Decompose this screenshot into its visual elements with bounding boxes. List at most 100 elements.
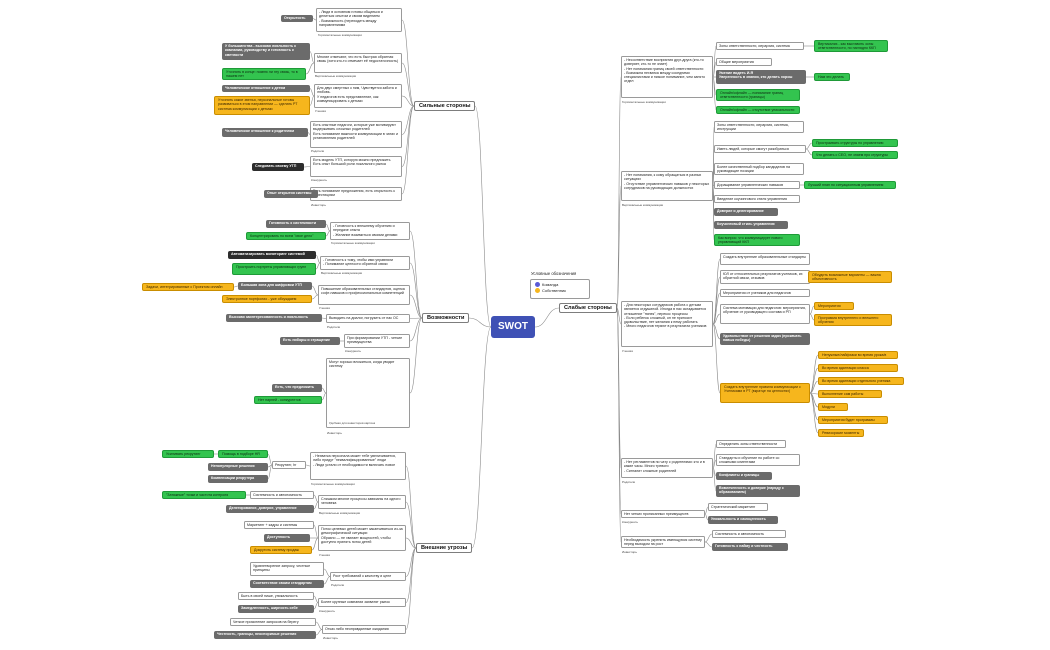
branch-threats[interactable]: Внешние угрозы: [416, 543, 473, 554]
tag-offer[interactable]: Есть, что предложить: [272, 384, 322, 392]
w2-skills[interactable]: Доращивание управленческих навыков: [714, 181, 800, 189]
tag-sales-system[interactable]: Докрутить систему продаж: [250, 546, 312, 554]
weakness-competitors[interactable]: Нет четких прописанных преимуществ: [621, 510, 705, 518]
w2-question[interactable]: Как вопрос: что коммуницирует нового упр…: [714, 234, 800, 246]
tag-hr-help[interactable]: Помощь в подборе HR: [218, 450, 268, 458]
strength-students[interactable]: Для двух смертных к ним, Чувствуется заб…: [314, 84, 402, 108]
tag-events[interactable]: Мероприятия: [814, 302, 854, 310]
tag-fears[interactable]: Есть ниборы и стращение: [280, 337, 340, 345]
strength-competitors[interactable]: Есть модель УТП, которую можно предложит…: [310, 156, 402, 177]
threat-investors[interactable]: Отказ либо неоправданные ожидания: [322, 625, 406, 634]
w2-trust[interactable]: Доверие и делегирование: [714, 208, 778, 216]
tag-honesty[interactable]: Честность, границы, неоспоримые решения: [214, 631, 316, 639]
branch-strengths[interactable]: Сильные стороны: [414, 101, 476, 112]
tag-human-parents[interactable]: Человеческое отношение к родителям: [222, 128, 308, 137]
w2-people[interactable]: Иметь людей, которые смогут разобраться: [714, 145, 806, 153]
w3-rule-tag-2[interactable]: Во время адаптации отдельного ученика: [818, 377, 904, 385]
tag-no-competitors[interactable]: Нет парней - конкурентов: [254, 396, 322, 404]
tag-objectivity[interactable]: Обсудить возможные варианты — важна объе…: [808, 271, 892, 283]
w2-selection[interactable]: Более качественный подбор кандидатов на …: [714, 163, 804, 175]
tag-accessibility[interactable]: Доступность: [264, 534, 310, 542]
tag-own-standards[interactable]: Соответствие своим стандартам: [250, 580, 324, 588]
tag-open-system[interactable]: Опыт открытия системы: [264, 190, 318, 198]
tag-usp-zone[interactable]: Большая зона для шифровки УТП: [238, 282, 312, 290]
w6-hiring[interactable]: Готовность к найму и честность: [712, 543, 788, 551]
tag-concentrate-own[interactable]: Концентрировать по всем "свое дело": [246, 232, 326, 240]
w3-rule-tag-0[interactable]: Ненужные/лайфхаки во время урока/в лайн: [818, 351, 898, 359]
opportunity-horizontal[interactable]: - Готовность к внешнему обучению и перед…: [330, 222, 410, 240]
threat-competitors[interactable]: Более крупные компании захватят рынок: [318, 598, 406, 607]
opportunity-students[interactable]: Повышение образовательных стандартов, оц…: [318, 285, 410, 305]
w3-rule-tag-5[interactable]: Мероприятия будет программы: [818, 416, 888, 424]
weakness-vertical[interactable]: - Нет понимания, к кому обращаться в раз…: [621, 171, 713, 201]
tag-online-project[interactable]: Задачи, интегрированные с Проектом онлай…: [142, 283, 234, 291]
tag-develop-kids-comm[interactable]: Уточнять какие звенья, персональные гото…: [214, 96, 310, 115]
w6-system[interactable]: Системность и автономность: [712, 530, 786, 538]
w5-unique[interactable]: Уникальность и самоценность: [708, 516, 778, 524]
w3-rules[interactable]: Создать внутренние правила коммуникации …: [720, 383, 810, 403]
weakness-parents[interactable]: - Нет регламентов по чату с родителями: …: [621, 458, 713, 478]
opportunity-parents[interactable]: Выводить на диалог, погрузить от нас ОС: [326, 314, 410, 323]
tag-unpopular[interactable]: Непопулярные решения: [208, 463, 268, 471]
threat-parents[interactable]: Рост требований к качеству и цене: [330, 572, 406, 581]
threat-students[interactable]: Поток целевых детей может заканчиваться …: [318, 525, 406, 551]
threat-vertical[interactable]: Слишком многие процессы завязаны на одно…: [318, 495, 406, 509]
tag-recruiter-comp[interactable]: Компенсации рекрутера: [208, 475, 268, 483]
w4-standards[interactable]: Стандарты и обучение по работе со сложны…: [716, 454, 800, 466]
w2-coaching[interactable]: Коучинговый стиль управления: [714, 221, 788, 229]
strength-vertical[interactable]: Многие отмечают, что есть быстрая обратн…: [314, 53, 402, 73]
w3-rule-tag-4[interactable]: Модули: [818, 403, 848, 411]
w3-results[interactable]: ЮЛ от относительных результатов учеников…: [720, 270, 810, 284]
branch-opportunities[interactable]: Возможности: [422, 313, 470, 324]
tag-high-interest[interactable]: Высокая заинтересованность и лояльность: [226, 314, 322, 322]
root-node-swot[interactable]: SWOT: [491, 316, 535, 338]
w3-pleasure[interactable]: Удовольствие от решения задач (прокачать…: [720, 333, 810, 345]
tag-do-it[interactable]: Нам это делать: [814, 73, 850, 81]
w2-responsibility[interactable]: Зоны ответственности, иерархия, система,…: [714, 121, 804, 133]
w3-motivation[interactable]: Система мотивации для педагогов: меропри…: [720, 304, 810, 324]
threat-system-hub[interactable]: Системность и автономность: [250, 491, 314, 499]
strength-parents[interactable]: Есть опытные педагоги, которые уже мотив…: [310, 121, 402, 148]
tag-control-points[interactable]: "Затяжные" точки и частота контроля: [162, 491, 246, 499]
w5-marketing[interactable]: Стратегический маркетинг: [708, 503, 768, 511]
w1-online-borders[interactable]: Онлайн/офлайн — понимание границ ответст…: [716, 89, 800, 101]
tag-delegation[interactable]: Делегирование, доверие, управление: [226, 505, 314, 513]
w1-seeing[interactable]: Умение видеть И-Я Уверенность в знании, …: [716, 70, 806, 84]
tag-situational[interactable]: Лучший план по ситуационным управлением: [804, 181, 896, 189]
w4-zones[interactable]: Определить зоны ответственности: [716, 440, 786, 448]
opportunity-competitors[interactable]: При формировании УТП - четкие преимущест…: [344, 334, 410, 348]
tag-openness[interactable]: Открытость: [281, 15, 313, 22]
tag-readiness-system[interactable]: Готовность к системности: [266, 220, 326, 228]
threat-horizontal[interactable]: - Нехватка персонала может тебе увеличив…: [310, 452, 406, 480]
w3-rule-tag-3[interactable]: Выполнение сам работы: [818, 390, 882, 398]
threat-niche-hub[interactable]: Быть в своей нише, уникальность: [238, 592, 314, 600]
w1-events[interactable]: Общие мероприятия: [716, 58, 772, 66]
w1-online-unique[interactable]: Онлайн/офлайн — отсутствие уникальности: [716, 106, 800, 114]
tag-human-kids[interactable]: Человеческое отношение к детям: [222, 85, 310, 92]
tag-marketing-staff[interactable]: Маркетинг + кадры и системы: [244, 521, 314, 529]
tag-manager-portraits[interactable]: Простроить портреты управляющих групп: [232, 263, 316, 275]
weakness-investors[interactable]: Необходимость укрепить имеющуюся систему…: [621, 536, 705, 548]
weakness-students[interactable]: - Для некоторых сотрудников работа с дет…: [621, 301, 713, 347]
tag-verticalization[interactable]: Вертикализ - как выставить зоны ответств…: [814, 40, 888, 52]
w4-conflicts[interactable]: Конфликты и границы: [716, 472, 772, 480]
opportunity-vertical[interactable]: - Готовность к тому, чтобы ими управляли…: [320, 256, 410, 270]
w3-events[interactable]: Мероприятия от учеников для педагогов: [720, 289, 810, 297]
tag-strengthen-recruiting[interactable]: Усиливать рекрутинг: [162, 450, 214, 458]
tag-automate-monitoring[interactable]: Автоматизировать мониторинг системой: [228, 251, 316, 259]
opportunity-investors[interactable]: Могут хорошо вложиться, когда увидят сис…: [326, 358, 410, 428]
tag-build-structure[interactable]: Простраивать структуры по управлению: [812, 139, 898, 147]
w1-responsibility[interactable]: Зоны ответственности, иерархия, система: [716, 42, 804, 50]
w3-standards[interactable]: Создать внутренние образовательные станд…: [720, 253, 810, 265]
tag-clarify-feedback[interactable]: Уточнять в конце: помню ли эту связь, то…: [222, 68, 306, 80]
threat-recruiting-hub[interactable]: Рекрутинг, hr: [272, 461, 306, 469]
tag-loyalty[interactable]: У большинства - высокая лояльность к ком…: [222, 43, 310, 60]
tag-slowness[interactable]: Замедленность, ширность себе: [238, 605, 314, 613]
tag-ceo-structure[interactable]: Что делать с СЕО, не знаем про структуры: [812, 151, 898, 159]
threat-clarify-hub[interactable]: Четкое прояснение запросов на берегу: [230, 618, 316, 626]
tag-follow-usp[interactable]: Следовать своему УТП: [252, 163, 304, 171]
w3-rule-tag-6[interactable]: Ревизорские моменты: [818, 429, 864, 437]
strength-horizontal[interactable]: - Люди в основном готовы общаться и дели…: [316, 8, 402, 32]
w3-rule-tag-1[interactable]: Во время адаптации класса: [818, 364, 898, 372]
